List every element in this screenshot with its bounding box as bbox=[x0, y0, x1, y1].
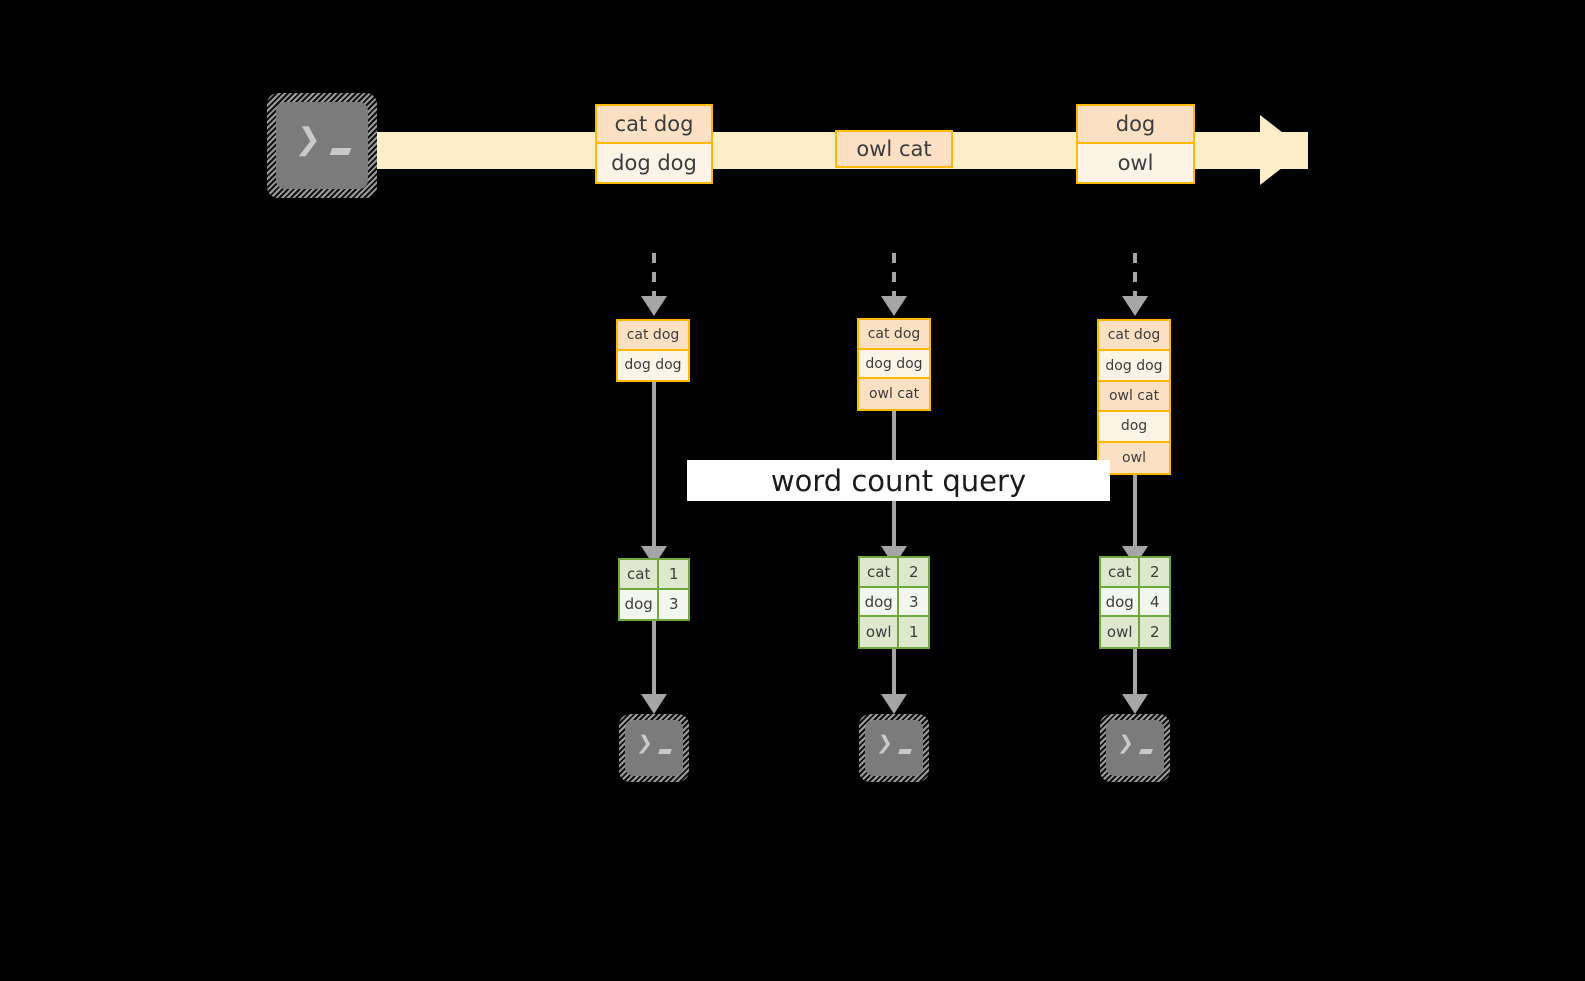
state-box[interactable]: cat dog dog dog bbox=[616, 319, 690, 382]
state-line: dog dog bbox=[1099, 351, 1169, 382]
table-cell-word: cat bbox=[860, 558, 900, 586]
terminal-prompt-icon: ❯ bbox=[294, 122, 324, 157]
stream-message-line: owl bbox=[1078, 144, 1193, 182]
table-cell-word: cat bbox=[620, 560, 660, 588]
result-table[interactable]: cat 2 dog 3 owl 1 bbox=[858, 556, 930, 649]
table-cell-count: 2 bbox=[1140, 617, 1169, 647]
stream-to-state-arrow-head bbox=[641, 296, 667, 316]
stream-to-state-arrow-head bbox=[1122, 296, 1148, 316]
table-cell-word: dog bbox=[620, 589, 660, 619]
stream-arrowhead bbox=[1260, 115, 1305, 185]
terminal-cursor-icon bbox=[658, 749, 672, 754]
result-to-sink-arrow-head bbox=[641, 694, 667, 714]
result-table[interactable]: cat 1 dog 3 bbox=[618, 558, 690, 621]
state-line: owl cat bbox=[1099, 381, 1169, 413]
table-row: dog 4 bbox=[1101, 587, 1169, 618]
table-cell-count: 3 bbox=[659, 589, 688, 619]
table-cell-word: cat bbox=[1101, 558, 1141, 586]
table-cell-word: owl bbox=[860, 617, 900, 647]
table-cell-word: dog bbox=[860, 587, 900, 616]
table-row: owl 1 bbox=[860, 617, 928, 647]
terminal-cursor-icon bbox=[329, 148, 352, 155]
table-row: dog 3 bbox=[620, 589, 688, 619]
table-row: cat 2 bbox=[860, 558, 928, 588]
result-to-sink-arrow-head bbox=[1122, 694, 1148, 714]
stream-message[interactable]: dog owl bbox=[1076, 104, 1195, 184]
state-line: cat dog bbox=[859, 320, 929, 350]
table-row: dog 3 bbox=[860, 587, 928, 618]
stream-to-state-arrow-head bbox=[881, 296, 907, 316]
source-terminal-icon[interactable]: ❯ bbox=[267, 93, 377, 198]
table-cell-word: owl bbox=[1101, 617, 1141, 647]
terminal-body bbox=[625, 720, 683, 776]
terminal-prompt-icon: ❯ bbox=[875, 732, 895, 754]
table-cell-count: 2 bbox=[899, 558, 928, 586]
table-row: cat 2 bbox=[1101, 558, 1169, 588]
stream-message-line: cat dog bbox=[597, 106, 711, 144]
table-row: cat 1 bbox=[620, 560, 688, 590]
result-to-sink-arrow-line bbox=[892, 649, 896, 696]
terminal-prompt-icon: ❯ bbox=[1116, 732, 1136, 754]
terminal-body bbox=[865, 720, 923, 776]
sink-terminal-icon[interactable]: ❯ bbox=[1100, 714, 1170, 782]
result-to-sink-arrow-head bbox=[881, 694, 907, 714]
result-to-sink-arrow-line bbox=[1133, 649, 1137, 696]
query-label: word count query bbox=[687, 460, 1110, 501]
stream-message[interactable]: cat dog dog dog bbox=[595, 104, 713, 184]
state-to-result-arrow-line bbox=[652, 382, 656, 548]
sink-terminal-icon[interactable]: ❯ bbox=[619, 714, 689, 782]
table-cell-count: 4 bbox=[1140, 587, 1169, 616]
result-to-sink-arrow-line bbox=[652, 621, 656, 696]
sink-terminal-icon[interactable]: ❯ bbox=[859, 714, 929, 782]
state-box[interactable]: cat dog dog dog owl cat dog owl bbox=[1097, 319, 1171, 475]
terminal-cursor-icon bbox=[1139, 749, 1153, 754]
stream-to-state-arrow-line bbox=[892, 253, 896, 297]
state-line: cat dog bbox=[1099, 321, 1169, 352]
state-line: dog dog bbox=[859, 349, 929, 380]
state-box[interactable]: cat dog dog dog owl cat bbox=[857, 318, 931, 411]
stream-to-state-arrow-line bbox=[1133, 253, 1137, 297]
table-cell-word: dog bbox=[1101, 587, 1141, 616]
terminal-body bbox=[276, 102, 368, 189]
state-line: cat dog bbox=[618, 321, 688, 351]
stream-message-line: dog dog bbox=[597, 144, 711, 182]
stream-to-state-arrow-line bbox=[652, 253, 656, 297]
table-cell-count: 2 bbox=[1140, 558, 1169, 586]
table-cell-count: 3 bbox=[899, 587, 928, 616]
state-to-result-arrow-line bbox=[1133, 475, 1137, 548]
state-line: dog dog bbox=[618, 350, 688, 380]
terminal-prompt-icon: ❯ bbox=[635, 732, 655, 754]
state-line: owl bbox=[1099, 442, 1169, 473]
state-line: dog bbox=[1099, 412, 1169, 443]
stream-message-line: dog bbox=[1078, 106, 1193, 144]
table-row: owl 2 bbox=[1101, 617, 1169, 647]
table-cell-count: 1 bbox=[899, 617, 928, 647]
terminal-body bbox=[1106, 720, 1164, 776]
table-cell-count: 1 bbox=[659, 560, 688, 588]
stream-message[interactable]: owl cat bbox=[835, 130, 953, 168]
result-table[interactable]: cat 2 dog 4 owl 2 bbox=[1099, 556, 1171, 649]
stream-message-line: owl cat bbox=[837, 132, 951, 166]
state-line: owl cat bbox=[859, 379, 929, 409]
terminal-cursor-icon bbox=[898, 749, 912, 754]
